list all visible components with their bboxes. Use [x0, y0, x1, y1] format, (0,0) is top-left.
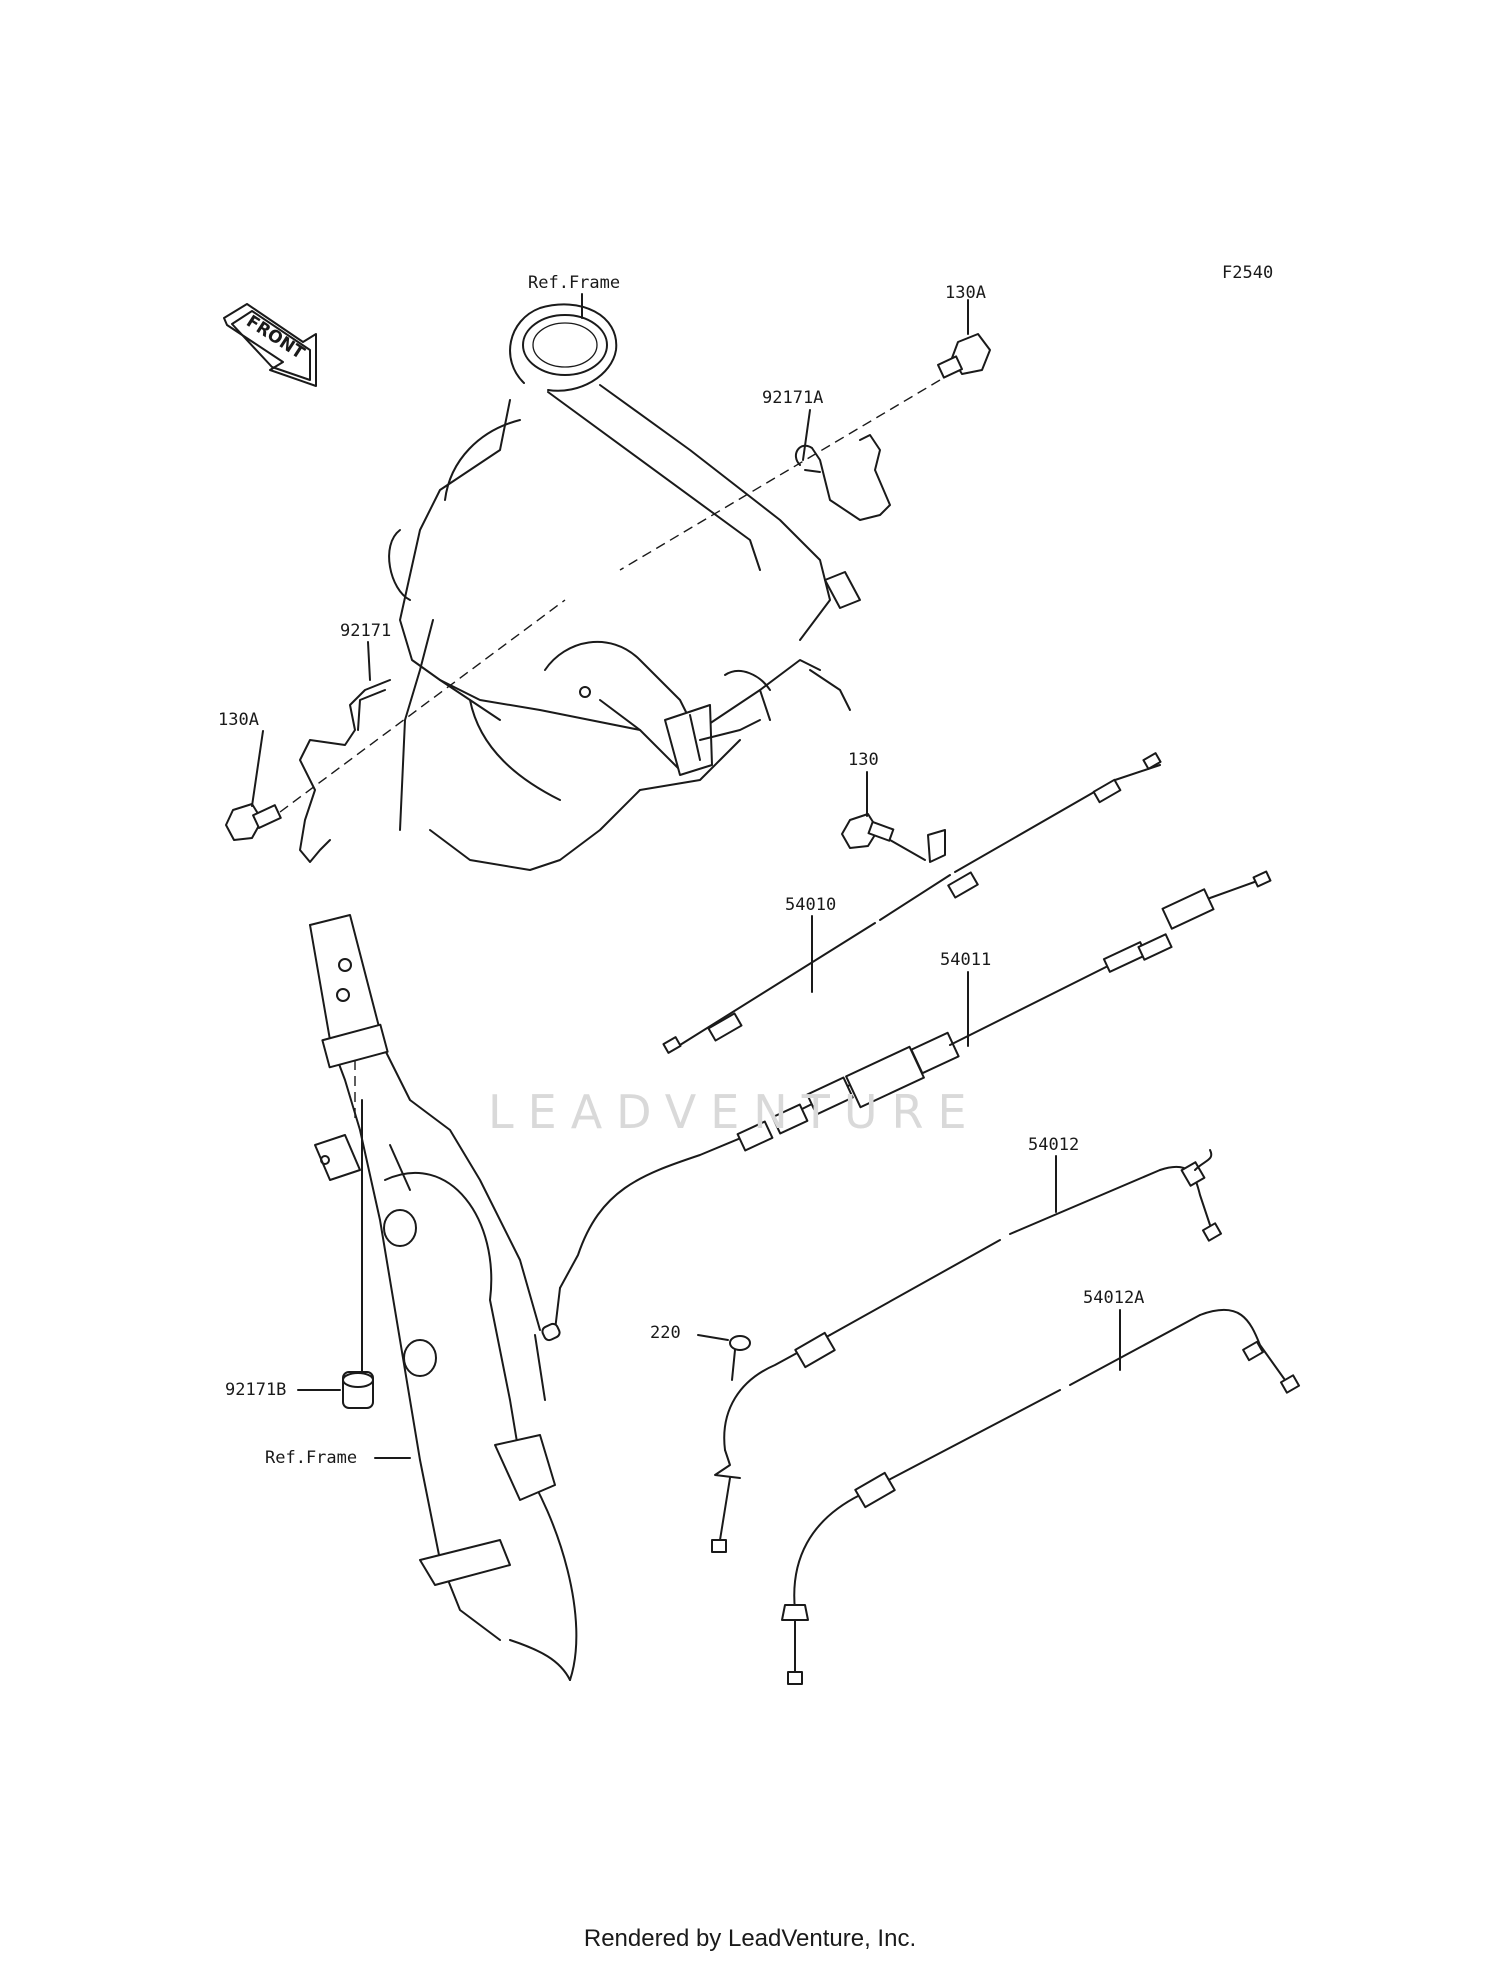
clamp-92171-icon: [299, 679, 391, 863]
cable-54010-icon: [662, 752, 1162, 1054]
callout-130a-top[interactable]: 130A: [945, 283, 986, 303]
callout-ref-frame-bottom[interactable]: Ref.Frame: [265, 1448, 358, 1468]
cable-54011-icon: [541, 870, 1272, 1342]
footer-credit: Rendered by LeadVenture, Inc.: [583, 1925, 917, 1952]
bolt-130a-left-guide: [279, 599, 566, 813]
front-arrow-icon: FRONT: [223, 303, 317, 387]
callout-54012[interactable]: 54012: [1028, 1135, 1080, 1155]
diagram-code: F2540: [1222, 263, 1274, 283]
callout-ref-frame-top[interactable]: Ref.Frame: [528, 273, 621, 293]
bolt-130-icon: [841, 813, 895, 849]
bolt-130-guide: [889, 839, 926, 861]
callout-220[interactable]: 220: [650, 1323, 681, 1343]
upper-frame-drawing: [388, 303, 861, 871]
watermark: LEADVENTURE: [488, 1085, 981, 1139]
callout-92171b[interactable]: 92171B: [225, 1380, 287, 1400]
cable-54012-icon: [711, 1149, 1223, 1553]
callout-130a-left[interactable]: 130A: [218, 710, 259, 730]
clip-92171b-icon: [342, 1371, 374, 1409]
callout-92171a[interactable]: 92171A: [762, 388, 824, 408]
callout-54012a[interactable]: 54012A: [1083, 1288, 1145, 1308]
callout-92171[interactable]: 92171: [340, 621, 392, 641]
callout-54011[interactable]: 54011: [940, 950, 992, 970]
clamp-92171a-icon: [794, 434, 891, 521]
callout-130[interactable]: 130: [848, 750, 879, 770]
bolt-130a-left-icon: [225, 803, 282, 841]
bolt-130a-top-icon: [936, 333, 991, 379]
leader-lines: [251, 293, 1121, 1459]
bolt-130a-top-guide: [619, 379, 941, 571]
screw-220-icon: [729, 1335, 751, 1381]
callout-54010[interactable]: 54010: [785, 895, 837, 915]
cable-54012a-icon: [781, 1308, 1301, 1685]
lower-frame-drawing: [309, 914, 578, 1681]
